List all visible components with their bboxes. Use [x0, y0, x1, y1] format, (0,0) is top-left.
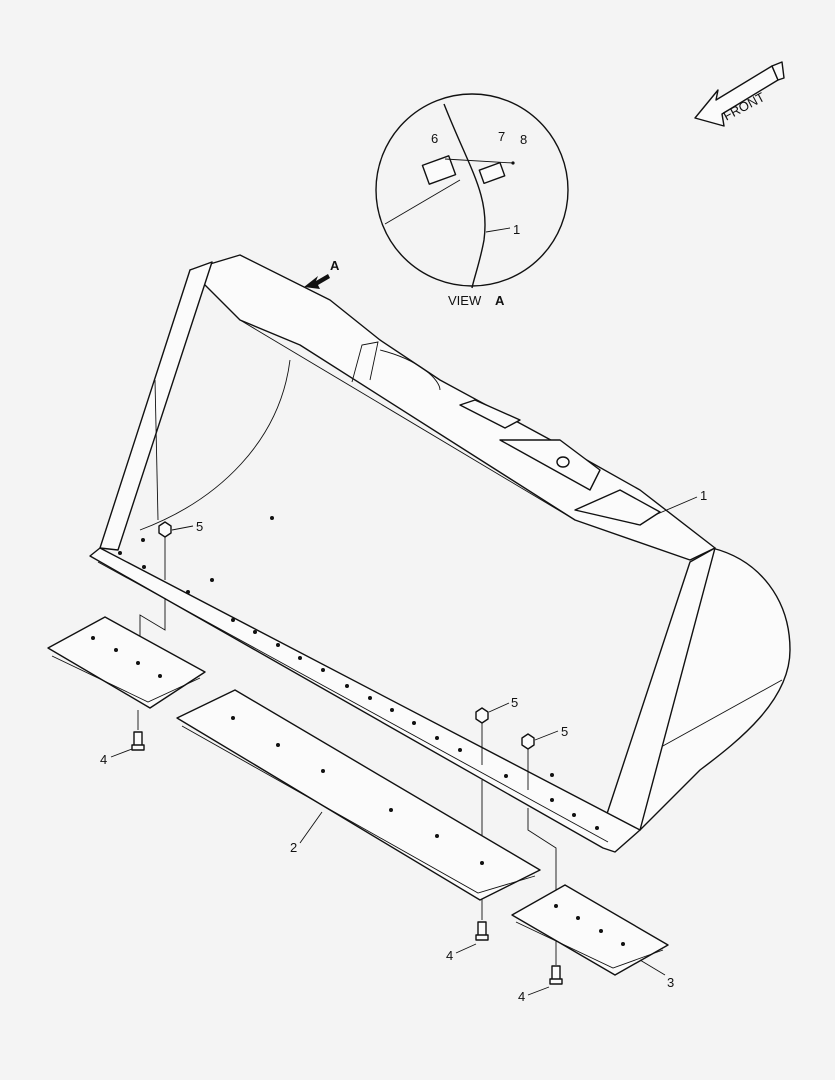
- callout-5-mid: 5: [511, 695, 518, 710]
- nuts: [158, 521, 535, 790]
- callout-4-right: 4: [518, 989, 525, 1004]
- view-marker-letter: A: [330, 258, 340, 273]
- view-a-letter: A: [495, 293, 505, 308]
- cutting-edge-left: [47, 616, 206, 709]
- callout-5-left: 5: [196, 519, 203, 534]
- callout-3: 3: [667, 975, 674, 990]
- view-a-title: VIEW: [448, 293, 482, 308]
- callout-5-right: 5: [561, 724, 568, 739]
- callout-1-view: 1: [513, 222, 520, 237]
- callout-6: 6: [431, 131, 438, 146]
- cutting-edge-2: [176, 689, 541, 901]
- callout-leaders: [110, 496, 698, 996]
- bolts: [131, 731, 563, 985]
- callout-1: 1: [700, 488, 707, 503]
- cutting-edge-3: [511, 884, 669, 976]
- callout-4-mid: 4: [446, 948, 453, 963]
- view-a-arrow: A: [304, 258, 340, 289]
- callout-4-left: 4: [100, 752, 107, 767]
- callout-2: 2: [290, 840, 297, 855]
- front-arrow: FRONT: [694, 61, 785, 127]
- callout-7: 7: [498, 129, 505, 144]
- bucket: [89, 254, 791, 853]
- view-a-detail: 6 7 8 1 VIEW A: [375, 93, 569, 308]
- callout-8: 8: [520, 132, 527, 147]
